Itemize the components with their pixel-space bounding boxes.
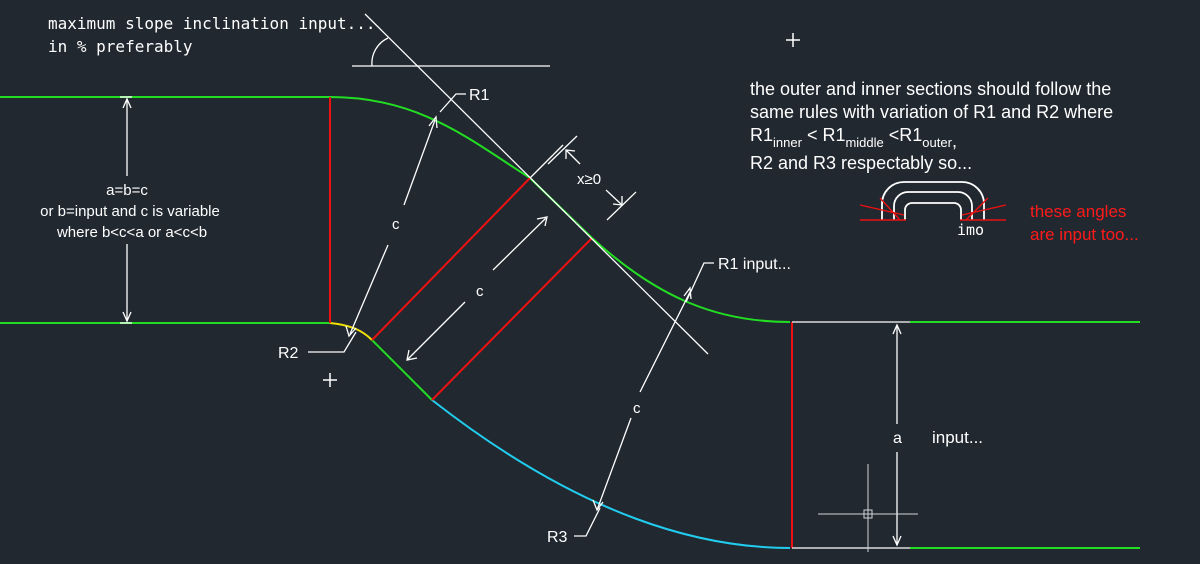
dim-b-arrow-bottom [122,311,132,323]
imo-angle-marks [859,197,1007,221]
dim-x-line-1 [565,149,581,165]
label-c-left: c [392,216,400,233]
section-line-mid-2 [431,237,593,401]
rule-comma: , [952,131,957,151]
rule-middle-sub: middle [845,135,883,150]
cross-marker-top [786,33,800,47]
dim-c-mid-1 [492,216,548,271]
upper-edge-lower-curve [591,237,791,323]
rule-inner-sub: inner [773,135,803,150]
angles-note-line2: are input too... [1030,225,1139,244]
dim-x-line-2 [605,189,623,206]
label-input: input... [932,428,983,447]
tangent-line [364,13,709,355]
dim-x-arrow-2 [612,196,623,206]
dim-x-ext-2 [606,191,637,221]
r3-leader [574,507,601,537]
label-r1-input: R1 input... [718,256,791,273]
angle-arc [371,37,389,67]
dim-c-right-arrow-top [683,286,692,300]
dim-c-right-arrow-bottom [592,499,604,512]
r1-leader [439,93,466,113]
dim-c-mid-arrow-bottom [406,349,418,361]
imo-label: imo [957,221,984,239]
dim-b-arrow-top [122,97,132,109]
rule-note-line1: the outer and inner sections should foll… [750,79,1111,99]
cross-marker-left [323,373,337,387]
r3-curve [431,399,791,549]
dim-c-left-arrow-top [428,115,438,129]
rule-lt1: < R1 [802,125,846,145]
section-line-mid-1 [371,177,531,341]
rule-lt2: <R1 [884,125,923,145]
dim-c-mid-ext-top [529,144,564,179]
label-a: a [893,430,902,447]
dim-a-arrow-bottom [892,535,902,547]
rule-note-line3: R1inner < R1middle <R1outer, [750,125,957,151]
equality-note-line1: a=b=c [106,182,148,199]
dim-c-left-arrow-bottom [345,325,357,338]
dim-c-left-1 [403,119,436,206]
imo-pipe-inner [904,202,962,220]
dim-c-left-2 [349,244,389,335]
label-c-mid: c [476,283,484,300]
slope-note-line1: maximum slope inclination input... [48,14,376,33]
dim-x-ext-1 [547,135,578,165]
imo-sketch [859,181,1007,221]
cross-markers [323,33,800,387]
imo-pipe-middle [893,191,973,220]
construction-lines [120,13,910,549]
rule-r1-a: R1 [750,125,773,145]
lower-edge-slope [371,339,433,401]
label-x-ge-0: x≥0 [577,171,601,188]
label-r1: R1 [469,87,490,104]
dim-a-arrow-top [892,323,902,335]
slope-note-line2: in % preferably [48,37,193,56]
equality-note-line3: where b<c<a or a<c<b [56,224,207,241]
dim-c-right-2 [596,417,632,511]
dim-c-right-1 [639,291,691,393]
lower-edge [0,322,1140,549]
angles-note-line1: these angles [1030,202,1126,221]
imo-pipe-outer [881,181,985,220]
cad-crosshair-cursor[interactable] [818,464,918,552]
label-c-right: c [633,400,641,417]
dim-x-arrow-1 [565,149,576,159]
label-r2: R2 [278,345,299,362]
upper-edge-r1-curve [329,96,531,179]
rule-note-line2: same rules with variation of R1 and R2 w… [750,102,1113,122]
dim-c-mid-arrow-top [536,216,548,227]
label-r3: R3 [547,529,568,546]
section-lines [329,97,793,548]
r1-input-leader [685,262,714,303]
rule-outer-sub: outer [922,135,952,150]
equality-note-line2: or b=input and c is variable [40,203,220,220]
r2-leader [308,331,357,353]
dim-c-mid-2 [406,301,466,361]
rule-note-line4: R2 and R3 respectably so... [750,153,972,173]
